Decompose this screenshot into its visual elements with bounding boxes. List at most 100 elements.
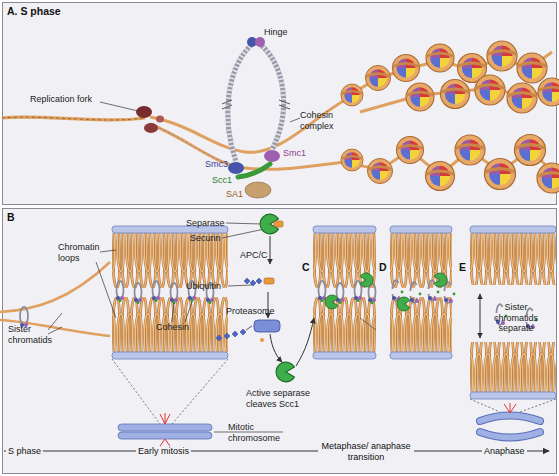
protein-label: SA1 bbox=[226, 189, 243, 200]
part-label: Proteasome bbox=[226, 306, 275, 317]
nucleosome-fiber bbox=[341, 149, 363, 171]
part-label: Chromatin loops bbox=[58, 242, 104, 263]
leader-line bbox=[100, 250, 116, 252]
nucleosome-fiber bbox=[406, 83, 434, 111]
anaphase-chromosomes bbox=[480, 416, 540, 422]
anaphase-chromosomes bbox=[480, 432, 540, 438]
chromatin-loops bbox=[470, 342, 556, 392]
zoom-line bbox=[520, 399, 556, 412]
nucleosome-fiber bbox=[341, 84, 363, 106]
separase-pathway bbox=[216, 214, 376, 382]
sister-chromatid-strands bbox=[20, 307, 28, 325]
separase-pathway bbox=[296, 318, 314, 366]
chromatid-axis bbox=[390, 226, 452, 233]
cohesin-ring bbox=[238, 164, 270, 177]
chromatin-loops bbox=[313, 233, 376, 288]
dna-strand bbox=[150, 124, 345, 169]
replication-fork-proteins bbox=[156, 116, 164, 123]
cohesin-rings bbox=[152, 281, 160, 302]
chromatin-loops bbox=[390, 297, 452, 352]
cohesin-ring bbox=[279, 100, 290, 109]
panel-letter: C bbox=[302, 262, 310, 273]
nucleosome-fiber bbox=[507, 83, 537, 113]
cohesin-rings bbox=[134, 283, 142, 304]
enzyme-label: APC/C bbox=[240, 250, 268, 261]
chromatin-loops bbox=[390, 233, 452, 288]
panel-heading: A. S phase bbox=[7, 5, 61, 17]
chromatin-loops bbox=[470, 342, 556, 392]
nucleosome-fiber bbox=[537, 163, 559, 193]
separase-pathway bbox=[244, 278, 262, 286]
part-label: Cohesin complex bbox=[300, 110, 342, 131]
cohesin-ring bbox=[260, 44, 284, 150]
anaphase-chromosomes bbox=[504, 403, 516, 413]
chromatin-loops bbox=[470, 233, 556, 285]
separase-pathway bbox=[270, 334, 282, 362]
separase-pathway bbox=[274, 221, 283, 227]
zoom-line bbox=[172, 359, 228, 424]
chromatin-loops bbox=[390, 297, 452, 352]
dna-strand bbox=[2, 117, 145, 120]
cohesin-rings bbox=[336, 283, 344, 304]
panel-heading: B bbox=[7, 211, 15, 223]
part-label: Sister chromatids bbox=[8, 324, 54, 345]
chromatid-axis bbox=[313, 226, 376, 233]
chromatid-axis bbox=[112, 226, 556, 399]
stage-label: Metaphase/ anaphase transition bbox=[318, 441, 414, 462]
cohesin-rings bbox=[170, 283, 178, 304]
protein-label: Securin bbox=[190, 233, 221, 244]
chromatid-axis bbox=[112, 352, 228, 359]
separase-enzyme bbox=[434, 273, 447, 287]
leader-line bbox=[172, 303, 174, 322]
cohesin-rings bbox=[116, 280, 537, 329]
chromatin-loops bbox=[112, 233, 228, 288]
nucleosome-fiber bbox=[538, 78, 559, 106]
chromatin-loops bbox=[313, 297, 376, 352]
chromatid-axis bbox=[390, 352, 452, 359]
mitotic-chromosome bbox=[160, 413, 170, 446]
nucleosome-fiber bbox=[487, 41, 517, 71]
chromatin-loops bbox=[313, 233, 376, 288]
leader-line bbox=[185, 302, 192, 322]
anaphase-chromosomes bbox=[480, 416, 540, 422]
replication-fork-proteins bbox=[136, 106, 152, 118]
nucleosome-fiber bbox=[441, 80, 470, 109]
leader-line bbox=[48, 327, 62, 334]
nucleosome-fiber bbox=[393, 55, 420, 82]
part-label: Cohesin bbox=[156, 322, 189, 333]
chromatid-axis bbox=[313, 352, 376, 359]
separase-pathway bbox=[246, 326, 252, 330]
separase-pathway bbox=[270, 236, 271, 264]
chromatin-loops bbox=[313, 233, 376, 288]
sister-chromatid-strands bbox=[0, 262, 110, 312]
dna-strand bbox=[2, 100, 345, 169]
separase-pathway bbox=[254, 320, 280, 332]
cohesin-ring bbox=[228, 44, 252, 162]
protein-label: Smc1 bbox=[283, 148, 306, 159]
chromatid-axis bbox=[470, 392, 556, 399]
chromatin-loops bbox=[112, 297, 228, 352]
zoom-line bbox=[470, 399, 500, 412]
separase-pathway bbox=[276, 362, 294, 382]
zoom-line bbox=[112, 359, 160, 424]
leader-line bbox=[48, 313, 62, 330]
replication-fork-proteins bbox=[144, 123, 158, 133]
chromatin-loops bbox=[470, 342, 556, 392]
mitotic-chromosome bbox=[118, 424, 212, 431]
separation-arrow bbox=[480, 294, 481, 338]
stage-label: S phase bbox=[6, 446, 43, 457]
protein-label: Separase bbox=[186, 218, 225, 229]
chromatin-loops bbox=[470, 233, 556, 285]
separase-pathway bbox=[360, 318, 376, 330]
cohesin-ring bbox=[245, 182, 271, 198]
separase-enzyme bbox=[325, 295, 338, 309]
nucleosome-fiber bbox=[366, 66, 391, 91]
separase-enzyme bbox=[360, 273, 373, 287]
nucleosome-fiber bbox=[485, 159, 516, 190]
cohesin-ring bbox=[228, 44, 252, 162]
separase-pathway bbox=[264, 278, 274, 284]
cohesin-ring bbox=[222, 37, 300, 198]
nucleosome-fiber bbox=[455, 135, 485, 165]
cohesin-ring bbox=[255, 37, 265, 47]
nucleosome-fiber bbox=[341, 41, 559, 193]
